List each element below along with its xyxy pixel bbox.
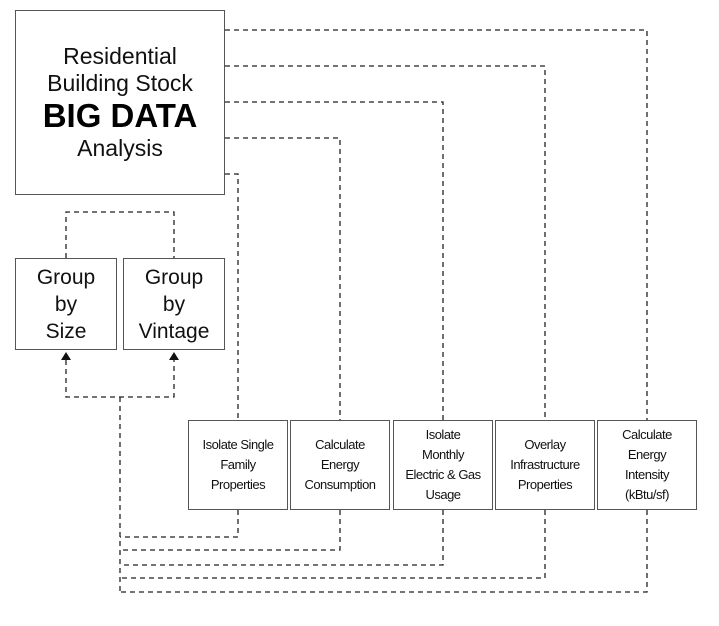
- connector-title-to-single-family: [120, 173, 239, 538]
- box-label: Infrastructure: [510, 457, 580, 472]
- arrow-up-icon: [169, 352, 179, 360]
- box-label: Calculate: [622, 427, 672, 442]
- step-calculate-energy-consumption: Calculate Energy Consumption: [290, 420, 390, 510]
- connector-title-to-intensity: [120, 29, 648, 593]
- box-label: Usage: [425, 487, 461, 502]
- box-label: by: [162, 292, 186, 316]
- title-box: Residential Building Stock BIG DATA Anal…: [15, 10, 225, 195]
- group-by-size-box: Group by Size: [15, 258, 117, 350]
- box-label: Consumption: [304, 477, 376, 492]
- box-label: Overlay: [524, 437, 566, 452]
- step-isolate-monthly-usage: Isolate Monthly Electric & Gas Usage: [393, 420, 493, 510]
- box-label: (kBtu/sf): [625, 487, 669, 502]
- box-label: Group: [144, 265, 204, 289]
- step-isolate-single-family: Isolate Single Family Properties: [188, 420, 288, 510]
- arrow-up-icon: [61, 352, 71, 360]
- box-label: Intensity: [625, 467, 669, 482]
- box-label: Isolate: [425, 427, 461, 442]
- box-label: by: [54, 292, 78, 316]
- box-label: Energy: [627, 447, 667, 462]
- step-overlay-infrastructure: Overlay Infrastructure Properties: [495, 420, 595, 510]
- title-line: Building Stock: [47, 70, 193, 96]
- box-label: Monthly: [421, 447, 465, 462]
- box-label: Group: [36, 265, 96, 289]
- step-calculate-energy-intensity: Calculate Energy Intensity (kBtu/sf): [597, 420, 697, 510]
- box-label: Properties: [210, 477, 266, 492]
- connector-title-to-monthly: [120, 101, 444, 566]
- title-line: Analysis: [77, 135, 163, 161]
- box-label: Vintage: [138, 319, 210, 343]
- box-label: Energy: [320, 457, 360, 472]
- box-label: Electric & Gas: [405, 467, 481, 482]
- connector-title-to-consumption: [120, 137, 341, 551]
- title-emphasis: BIG DATA: [42, 97, 198, 134]
- box-label: Family: [220, 457, 256, 472]
- box-label: Calculate: [315, 437, 365, 452]
- box-label: Properties: [517, 477, 573, 492]
- box-label: Isolate Single: [202, 437, 274, 452]
- title-line: Residential: [63, 43, 177, 69]
- connector-title-to-infrastructure: [120, 65, 546, 579]
- group-by-vintage-box: Group by Vintage: [123, 258, 225, 350]
- box-label: Size: [45, 319, 87, 343]
- connector-groups-top: [65, 211, 175, 258]
- connector-groups-bottom: [65, 360, 175, 592]
